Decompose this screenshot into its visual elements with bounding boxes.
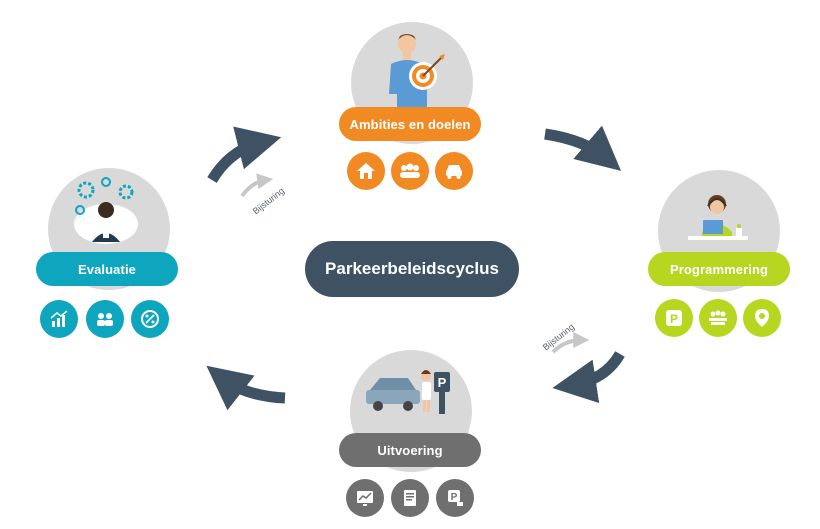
arrow-programmering-to-uitvoering	[552, 351, 625, 404]
percentage-icon	[131, 300, 169, 338]
arrow-evaluatie-to-ambities	[207, 126, 282, 183]
discussion-icon	[86, 300, 124, 338]
feedback-arrow-right	[551, 332, 590, 354]
parking-meter-icon: P	[436, 479, 474, 517]
feedback-arrow-left	[240, 173, 274, 198]
stage-pill-uitvoering: Uitvoering	[339, 433, 481, 467]
arrow-ambities-to-programmering	[544, 125, 622, 171]
document-icon	[391, 479, 429, 517]
meeting-icon	[699, 299, 737, 337]
cycle-title: Parkeerbeleidscyclus	[305, 241, 519, 297]
stage-pill-evaluatie: Evaluatie	[36, 252, 178, 286]
group-icon	[391, 152, 429, 190]
chart-screen-icon	[346, 479, 384, 517]
growth-chart-icon	[40, 300, 78, 338]
car-icon	[435, 152, 473, 190]
arrow-uitvoering-to-evaluatie	[206, 365, 286, 411]
svg-text:P: P	[451, 492, 458, 503]
location-pin-icon	[743, 299, 781, 337]
stage-pill-programmering: Programmering	[648, 252, 790, 286]
stage-pill-ambities: Ambities en doelen	[339, 107, 481, 141]
svg-text:P: P	[438, 375, 447, 390]
svg-text:P: P	[670, 312, 678, 326]
parking-sign-icon: P	[655, 299, 693, 337]
home-icon	[347, 152, 385, 190]
